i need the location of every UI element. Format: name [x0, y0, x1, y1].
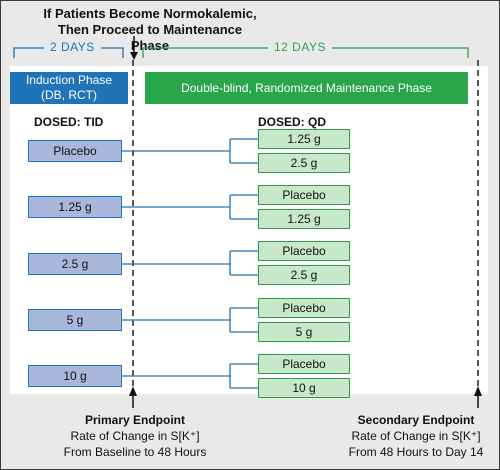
primary-endpoint-title: Primary Endpoint — [84, 413, 185, 427]
maintenance-arm-1b: 2.5 g — [258, 153, 350, 173]
arm-5-connector — [122, 363, 258, 389]
header-line-1: If Patients Become Normokalemic, — [43, 6, 257, 21]
maintenance-arm-3a: Placebo — [258, 241, 350, 261]
primary-endpoint: Primary Endpoint Rate of Change in S[K⁺]… — [50, 412, 220, 460]
header-arrow-head — [130, 52, 138, 60]
induction-arm-5: 10 g — [28, 365, 122, 387]
secondary-arrow-head — [474, 386, 482, 396]
induction-phase-subtitle: (DB, RCT) — [41, 88, 97, 102]
maintenance-dosing-label: DOSED: QD — [258, 115, 327, 129]
arm-3-connector — [122, 250, 258, 276]
induction-arm-1: Placebo — [28, 140, 122, 162]
induction-arm-4: 5 g — [28, 309, 122, 331]
maintenance-arm-5b: 10 g — [258, 378, 350, 398]
maintenance-arm-5a: Placebo — [258, 354, 350, 374]
arm-4-connector — [122, 307, 258, 333]
maintenance-arm-4b: 5 g — [258, 322, 350, 342]
arm-1-connector — [122, 138, 258, 164]
induction-arm-3: 2.5 g — [28, 253, 122, 275]
header-text: If Patients Become Normokalemic, Then Pr… — [40, 6, 260, 54]
primary-endpoint-line-1: Rate of Change in S[K⁺] — [70, 429, 200, 443]
maintenance-arm-1a: 1.25 g — [258, 129, 350, 149]
maintenance-arm-4a: Placebo — [258, 298, 350, 318]
induction-dosing-label: DOSED: TID — [34, 115, 104, 129]
induction-duration: 2 DAYS — [44, 40, 101, 54]
maintenance-arm-2a: Placebo — [258, 185, 350, 205]
primary-arrow-head — [129, 386, 137, 396]
induction-phase-title: Induction Phase — [25, 73, 113, 87]
maintenance-arm-2b: 1.25 g — [258, 209, 350, 229]
induction-arm-2: 1.25 g — [28, 196, 122, 218]
maintenance-duration: 12 DAYS — [268, 40, 332, 54]
arm-2-connector — [122, 194, 258, 220]
primary-endpoint-line-2: From Baseline to 48 Hours — [63, 445, 207, 459]
maintenance-arm-3b: 2.5 g — [258, 265, 350, 285]
header-line-2: Then Proceed to Maintenance Phase — [57, 22, 243, 53]
content-panel — [10, 66, 488, 394]
maintenance-phase-banner: Double-blind, Randomized Maintenance Pha… — [145, 72, 468, 104]
secondary-endpoint: Secondary Endpoint Rate of Change in S[K… — [336, 412, 496, 460]
secondary-endpoint-line-1: Rate of Change in S[K⁺] — [351, 429, 481, 443]
secondary-endpoint-title: Secondary Endpoint — [357, 413, 475, 427]
secondary-endpoint-line-2: From 48 Hours to Day 14 — [348, 445, 484, 459]
induction-phase-banner: Induction Phase (DB, RCT) — [10, 72, 128, 104]
